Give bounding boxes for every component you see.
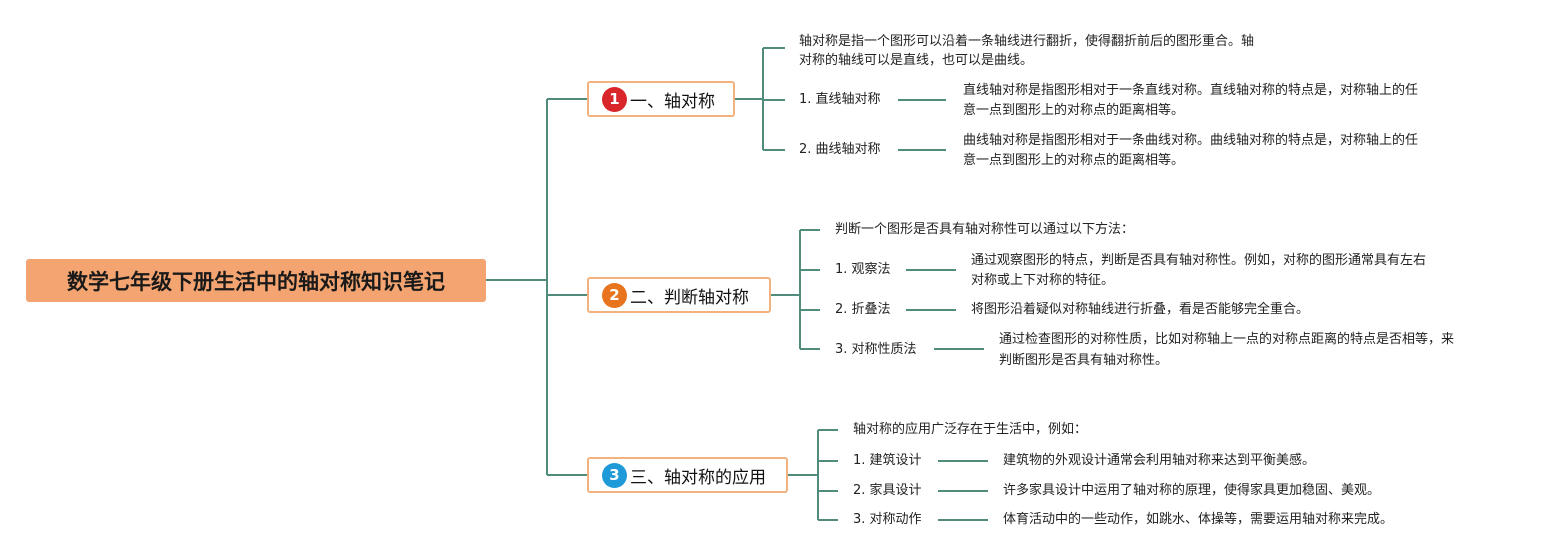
number-badge-2: 2 xyxy=(602,282,627,308)
number-badge-3: 3 xyxy=(602,462,627,488)
branch2-item3-desc-line1: 通过检查图形的对称性质，比如对称轴上一点的对称点距离的特点是否相等，来 xyxy=(999,332,1455,347)
root-topic[interactable]: 数学七年级下册生活中的轴对称知识笔记 xyxy=(26,259,486,302)
branch1-item1-desc-line1: 直线轴对称是指图形相对于一条直线对称。直线轴对称的特点是，对称轴上的任 xyxy=(963,83,1419,98)
branch1-intro-line2: 对称的轴线可以是直线，也可以是曲线。 xyxy=(799,53,1034,68)
root-title: 数学七年级下册生活中的轴对称知识笔记 xyxy=(67,269,445,294)
branch1-intro-line1: 轴对称是指一个图形可以沿着一条轴线进行翻折，使得翻折前后的图形重合。轴 xyxy=(799,34,1255,49)
branch3-item-architecture[interactable]: 1. 建筑设计 xyxy=(853,453,922,468)
branch2-item1-desc-line2: 对称或上下对称的特征。 xyxy=(971,273,1115,288)
branch3-item3-desc: 体育活动中的一些动作，如跳水、体操等，需要运用轴对称来完成。 xyxy=(1003,512,1394,527)
branch1-item-line-symmetry[interactable]: 1. 直线轴对称 xyxy=(799,92,881,107)
branch2-item1-desc-line1: 通过观察图形的特点，判断是否具有轴对称性。例如，对称的图形通常具有左右 xyxy=(971,253,1427,268)
branch3-item2-desc: 许多家具设计中运用了轴对称的原理，使得家具更加稳固、美观。 xyxy=(1003,483,1381,498)
branch-applications[interactable]: 3 三、轴对称的应用 xyxy=(587,457,788,493)
branch3-item-furniture[interactable]: 2. 家具设计 xyxy=(853,483,922,498)
branch2-intro: 判断一个图形是否具有轴对称性可以通过以下方法： xyxy=(835,222,1135,237)
branch2-item2-desc: 将图形沿着疑似对称轴线进行折叠，看是否能够完全重合。 xyxy=(971,302,1310,317)
branch3-item-motion[interactable]: 3. 对称动作 xyxy=(853,512,922,527)
branch3-intro: 轴对称的应用广泛存在于生活中，例如： xyxy=(853,422,1088,437)
branch-label: 一、轴对称 xyxy=(630,91,715,112)
branch2-item-observe[interactable]: 1. 观察法 xyxy=(835,262,891,277)
branch1-item2-desc-line2: 意一点到图形上的对称点的距离相等。 xyxy=(963,153,1185,168)
branch1-item1-desc-line2: 意一点到图形上的对称点的距离相等。 xyxy=(963,103,1185,118)
branch-label: 三、轴对称的应用 xyxy=(630,467,766,488)
branch2-item-property[interactable]: 3. 对称性质法 xyxy=(835,342,917,357)
branch3-item1-desc: 建筑物的外观设计通常会利用轴对称来达到平衡美感。 xyxy=(1003,453,1316,468)
branch-axial-symmetry[interactable]: 1 一、轴对称 xyxy=(587,81,735,117)
branch2-item-fold[interactable]: 2. 折叠法 xyxy=(835,302,891,317)
number-badge-1: 1 xyxy=(602,86,627,112)
branch2-item3-desc-line2: 判断图形是否具有轴对称性。 xyxy=(999,353,1169,368)
branch-label: 二、判断轴对称 xyxy=(630,287,749,308)
branch1-item-curve-symmetry[interactable]: 2. 曲线轴对称 xyxy=(799,142,881,157)
branch1-item2-desc-line1: 曲线轴对称是指图形相对于一条曲线对称。曲线轴对称的特点是，对称轴上的任 xyxy=(963,133,1419,148)
branch-judge-symmetry[interactable]: 2 二、判断轴对称 xyxy=(587,277,771,313)
